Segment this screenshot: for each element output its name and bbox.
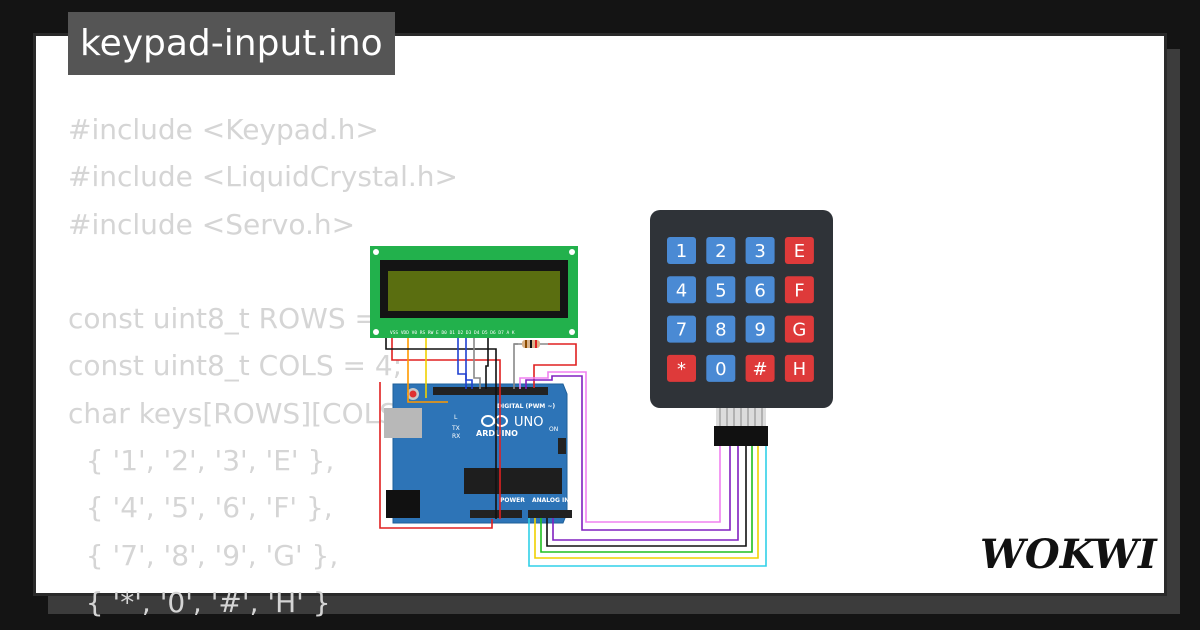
wokwi-logo-text: WOKWI — [980, 531, 1158, 578]
wokwi-logo: WOKWI — [980, 531, 1158, 578]
analog-label: ANALOG IN — [532, 497, 569, 504]
keypad-key-label: 5 — [715, 280, 726, 301]
keypad-key-label: 6 — [754, 280, 765, 301]
power-jack — [386, 490, 420, 518]
led-label-tx: TX — [451, 425, 460, 432]
keypad-key-E[interactable]: E — [784, 237, 814, 264]
keypad-key-9[interactable]: 9 — [745, 315, 775, 343]
keypad-key-label: G — [792, 320, 806, 341]
keypad-key-label: 3 — [754, 241, 765, 262]
keypad-key-label: # — [753, 359, 768, 380]
keypad-key-F[interactable]: F — [784, 276, 814, 304]
keypad-key-6[interactable]: 6 — [745, 276, 775, 304]
keypad-key-H[interactable]: H — [784, 354, 814, 382]
lcd-display[interactable]: VSS VDD V0 RS RW E D0 D1 D2 D3 D4 D5 D6 … — [370, 246, 578, 338]
keypad-key-label: 2 — [715, 241, 726, 262]
keypad-key-0[interactable]: 0 — [706, 354, 736, 382]
keypad-key-2[interactable]: 2 — [706, 237, 736, 264]
code-line: { '4', '5', '6', 'F' }, — [68, 491, 333, 525]
keypad-key-7[interactable]: 7 — [667, 315, 696, 343]
led-label-l: L — [454, 414, 458, 421]
lcd-screen — [388, 271, 560, 311]
code-line: #include <LiquidCrystal.h> — [68, 160, 458, 194]
digital-label: DIGITAL (PWM ~) — [497, 403, 555, 410]
keypad-key-*[interactable]: * — [667, 354, 696, 382]
keypad-connector — [714, 408, 768, 446]
usb-port — [384, 408, 422, 438]
membrane-keypad[interactable]: 1 2 3 E 4 5 6 F 7 8 9 G * 0 # H — [650, 210, 833, 408]
keypad-key-label: 0 — [715, 359, 726, 380]
arduino-uno-board[interactable]: DIGITAL (PWM ~) ARDUINO UNO ON L TX RX P… — [384, 383, 572, 524]
power-label: POWER — [500, 497, 525, 504]
reset-button[interactable] — [409, 390, 417, 398]
keypad-key-label: E — [794, 241, 805, 262]
digital-header — [433, 387, 548, 395]
preview-card: #include <Keypad.h> #include <LiquidCrys… — [33, 33, 1167, 619]
keypad-key-label: 8 — [715, 320, 726, 341]
keypad-key-1[interactable]: 1 — [667, 237, 696, 264]
code-line: { '*', '0', '#', 'H' } — [68, 585, 331, 619]
keypad-key-label: 1 — [676, 241, 687, 262]
wires — [379, 338, 767, 567]
sketch-filename: keypad-input.ino — [68, 12, 395, 75]
keypad-key-label: 9 — [754, 320, 765, 341]
analog-header — [528, 510, 572, 518]
arduino-brand: ARDUINO — [476, 429, 518, 438]
code-line: #include <Servo.h> — [68, 207, 356, 241]
code-line: { '1', '2', '3', 'E' }, — [68, 444, 335, 478]
microcontroller-chip — [464, 468, 562, 494]
keypad-key-label: H — [793, 359, 807, 380]
code-line: #include <Keypad.h> — [68, 113, 379, 146]
keypad-key-8[interactable]: 8 — [706, 315, 736, 343]
code-line: { '7', '8', '9', 'G' }, — [68, 538, 339, 572]
led-label-rx: RX — [452, 433, 460, 440]
resistor[interactable] — [514, 340, 548, 348]
keypad-key-G[interactable]: G — [784, 315, 814, 343]
keypad-key-label: 4 — [676, 280, 687, 301]
code-preview: #include <Keypad.h> #include <LiquidCrys… — [68, 106, 467, 626]
uno-label: UNO — [514, 415, 543, 430]
keypad-key-5[interactable]: 5 — [706, 276, 736, 304]
keypad-key-3[interactable]: 3 — [745, 237, 775, 264]
lcd-pin-labels: VSS VDD V0 RS RW E D0 D1 D2 D3 D4 D5 D6 … — [390, 330, 515, 336]
on-label: ON — [549, 426, 558, 433]
keypad-key-label: * — [677, 359, 686, 380]
keypad-key-#[interactable]: # — [745, 354, 775, 382]
keypad-key-4[interactable]: 4 — [667, 276, 696, 304]
keypad-key-label: F — [794, 280, 804, 301]
code-line: const uint8_t COLS = 4; — [68, 349, 403, 383]
arduino-logo-icon — [481, 415, 508, 427]
keypad-key-label: 7 — [676, 320, 687, 341]
